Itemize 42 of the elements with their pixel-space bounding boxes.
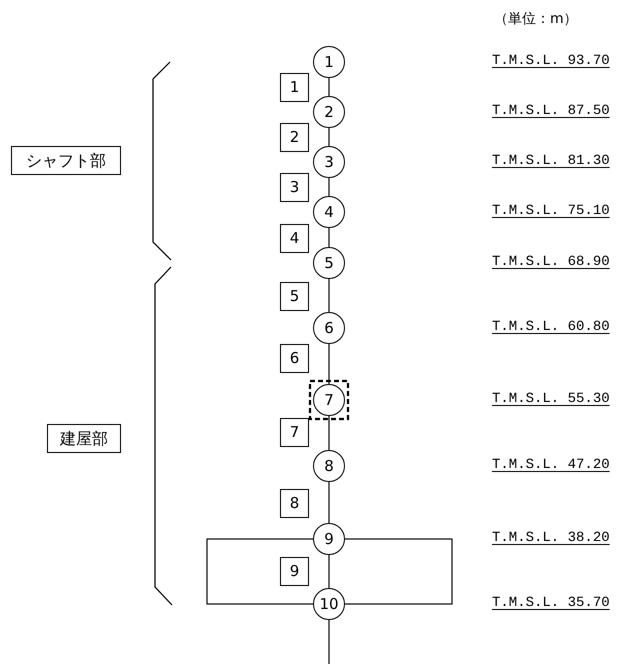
connecting-line bbox=[328, 128, 330, 146]
connecting-line bbox=[328, 344, 330, 384]
mass-point-circle: 4 bbox=[313, 196, 345, 228]
connecting-line bbox=[328, 416, 330, 450]
connecting-line bbox=[328, 279, 330, 312]
connecting-line bbox=[328, 482, 330, 523]
elevation-label: T.M.S.L. 38.20 bbox=[492, 531, 610, 545]
element-number-box: 5 bbox=[280, 282, 309, 311]
mass-point-circle: 1 bbox=[313, 46, 345, 78]
element-number-box: 7 bbox=[280, 418, 309, 447]
elevation-label: T.M.S.L. 75.10 bbox=[492, 204, 610, 218]
element-number-box: 2 bbox=[280, 123, 309, 152]
connecting-line bbox=[328, 178, 330, 196]
mass-point-circle: 9 bbox=[313, 523, 345, 555]
mass-point-circle: 10 bbox=[313, 588, 345, 620]
section-label: 建屋部 bbox=[47, 424, 121, 453]
mass-point-circle: 8 bbox=[313, 450, 345, 482]
mass-point-circle: 6 bbox=[313, 312, 345, 344]
mass-point-circle: 5 bbox=[313, 247, 345, 279]
elevation-label: T.M.S.L. 68.90 bbox=[492, 255, 610, 269]
elevation-label: T.M.S.L. 35.70 bbox=[492, 596, 610, 610]
connecting-line bbox=[328, 228, 330, 247]
elevation-label: T.M.S.L. 47.20 bbox=[492, 458, 610, 472]
elevation-label: T.M.S.L. 60.80 bbox=[492, 320, 610, 334]
mass-point-circle: 2 bbox=[313, 96, 345, 128]
section-label: シャフト部 bbox=[11, 146, 121, 175]
mass-point-circle: 7 bbox=[313, 384, 345, 416]
mass-point-circle: 3 bbox=[313, 146, 345, 178]
elevation-label: T.M.S.L. 55.30 bbox=[492, 392, 610, 406]
connecting-line bbox=[328, 555, 330, 588]
element-number-box: 3 bbox=[280, 173, 309, 202]
element-number-box: 8 bbox=[280, 489, 309, 518]
element-number-box: 9 bbox=[280, 557, 309, 586]
elevation-label: T.M.S.L. 81.30 bbox=[492, 154, 610, 168]
unit-note: （単位：m） bbox=[494, 12, 578, 26]
element-number-box: 6 bbox=[280, 344, 309, 373]
connecting-line bbox=[328, 78, 330, 96]
connecting-line bbox=[328, 620, 330, 664]
elevation-label: T.M.S.L. 87.50 bbox=[492, 104, 610, 118]
elevation-label: T.M.S.L. 93.70 bbox=[492, 54, 610, 68]
element-number-box: 1 bbox=[280, 73, 309, 102]
element-number-box: 4 bbox=[280, 224, 309, 253]
